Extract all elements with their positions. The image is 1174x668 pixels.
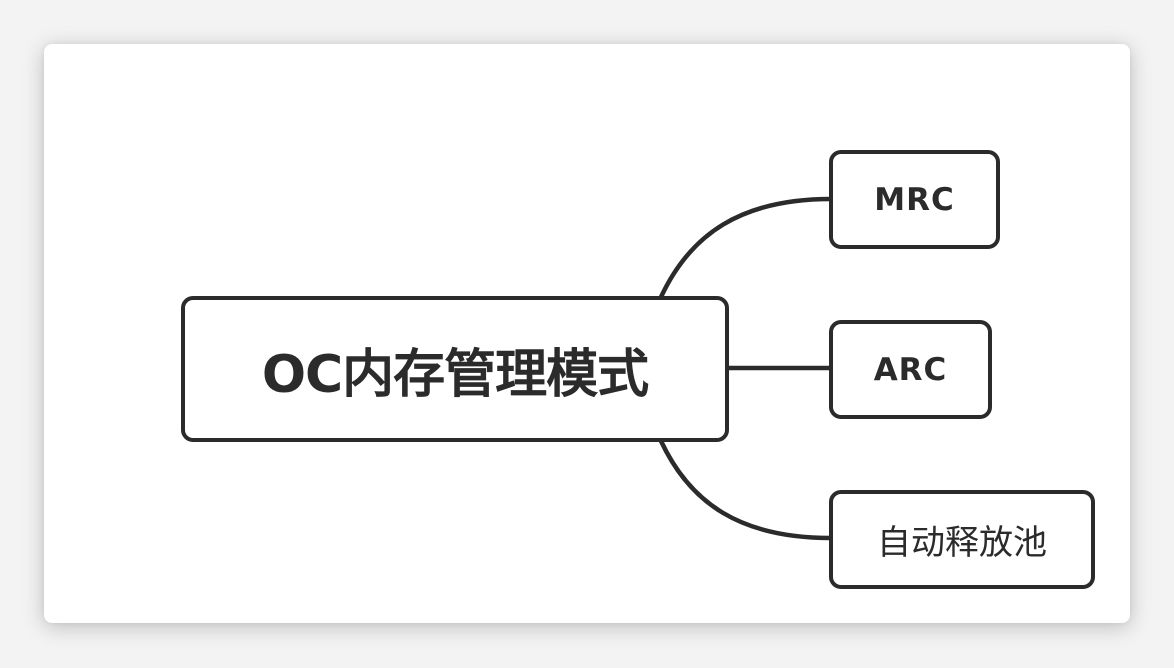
child-node-label: 自动释放池 <box>877 523 1047 563</box>
child-node-mrc[interactable]: MRC <box>829 150 1000 249</box>
child-node-label: MRC <box>874 181 955 218</box>
child-node-autorelease-pool[interactable]: 自动释放池 <box>829 490 1095 589</box>
child-node-arc[interactable]: ARC <box>829 320 992 419</box>
root-node[interactable]: OC内存管理模式 <box>181 296 729 442</box>
child-node-label: ARC <box>873 351 948 388</box>
root-node-label: OC内存管理模式 <box>261 344 649 405</box>
